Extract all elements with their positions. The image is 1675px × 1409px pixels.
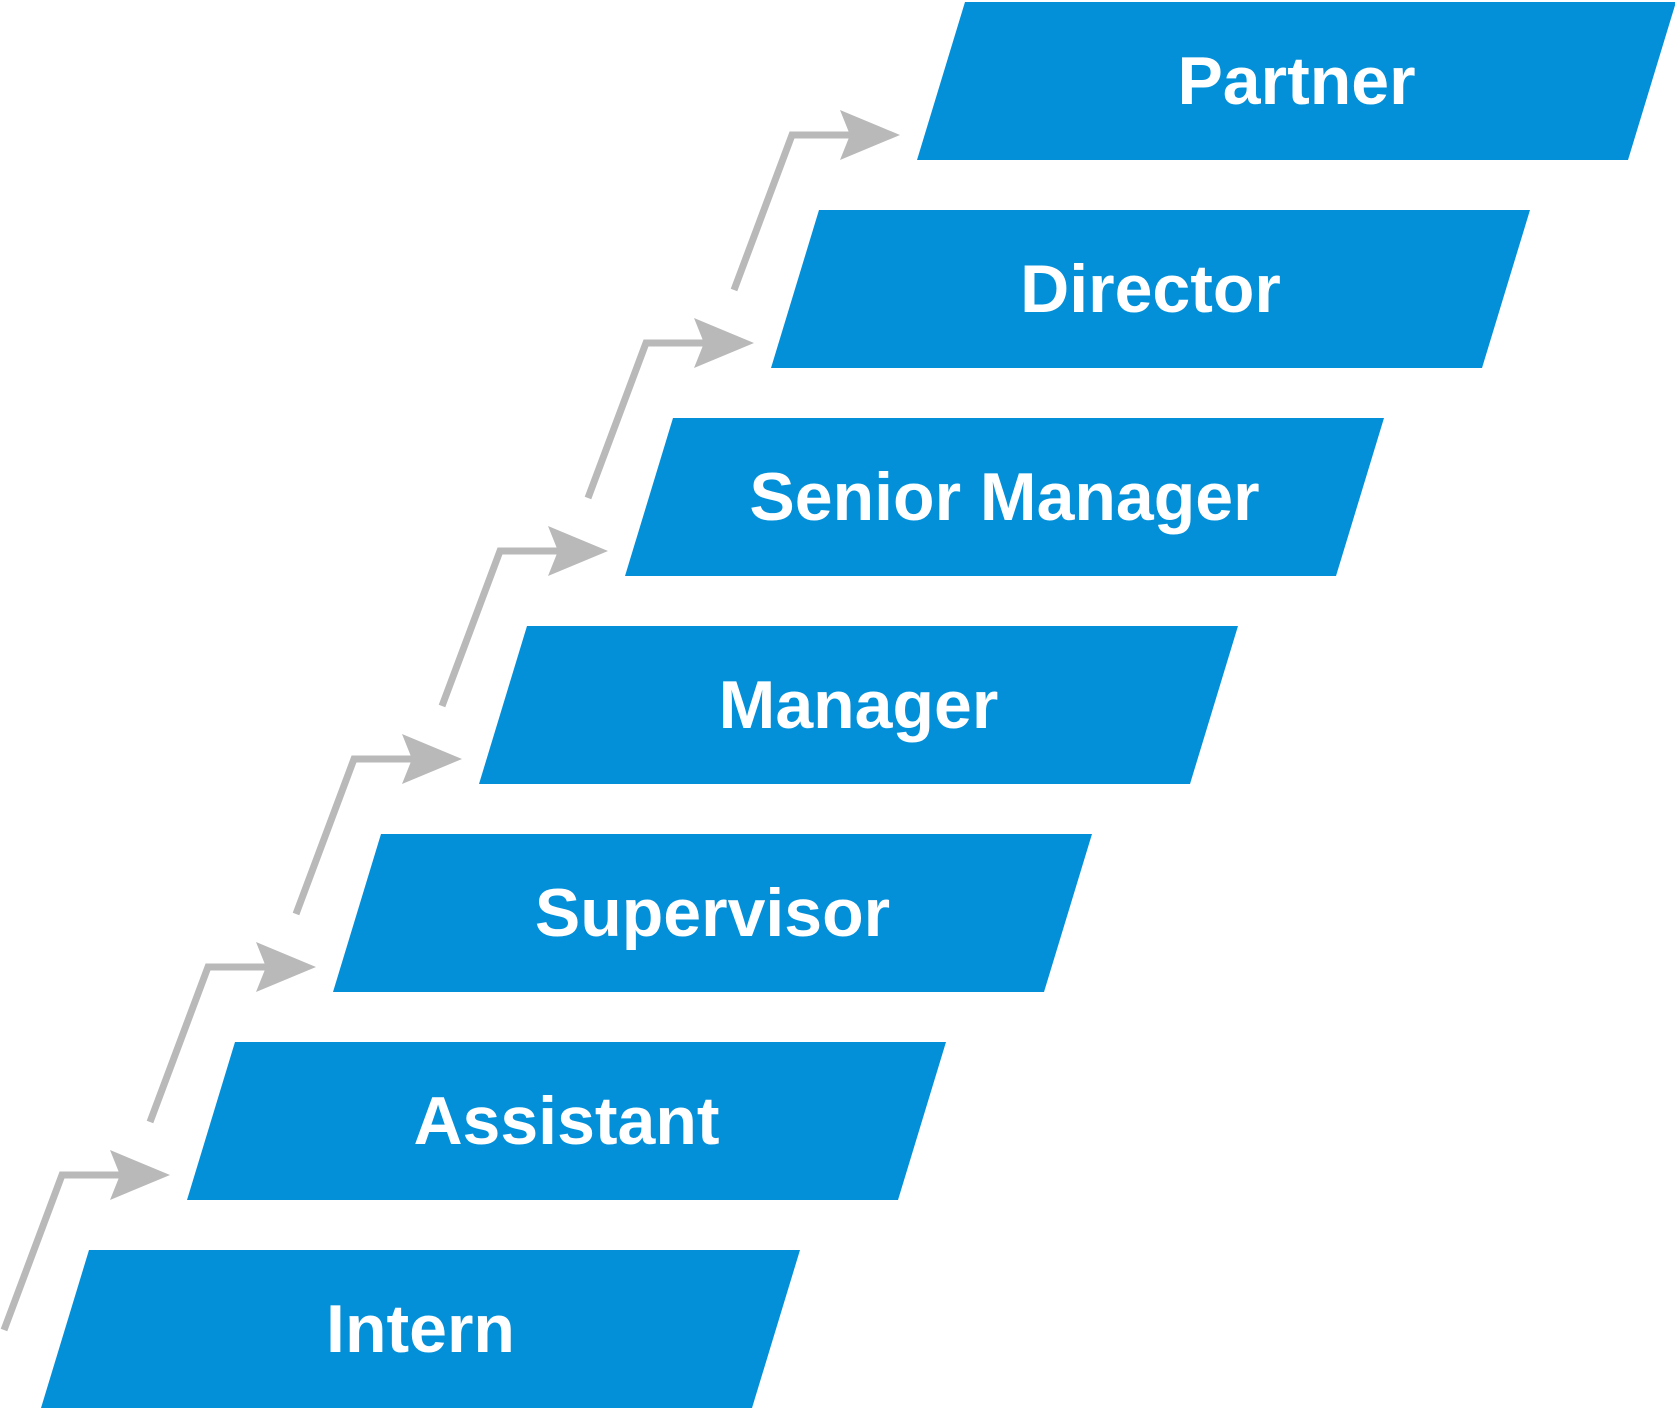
step-manager: Manager: [479, 626, 1238, 784]
arrow-head: [694, 318, 754, 368]
arrow-shaft: [292, 755, 412, 916]
step-director: Director: [771, 210, 1530, 368]
step-supervisor: Supervisor: [333, 834, 1092, 992]
step-label: Intern: [326, 1291, 515, 1367]
step-label: Partner: [1177, 43, 1415, 119]
arrow-shaft: [438, 547, 558, 708]
arrow-icon: [584, 318, 754, 500]
step-shape: [41, 1250, 800, 1408]
arrow-head: [840, 110, 900, 160]
arrow-shaft: [146, 963, 266, 1124]
step-shape: [771, 210, 1530, 368]
arrow-head: [402, 734, 462, 784]
arrow-icon: [0, 1150, 170, 1332]
step-intern: Intern: [41, 1250, 800, 1408]
arrow-head: [548, 526, 608, 576]
arrow-shaft: [584, 339, 704, 500]
step-label: Manager: [719, 667, 999, 743]
arrow-shaft: [730, 131, 850, 292]
step-label: Senior Manager: [749, 459, 1259, 535]
step-label: Supervisor: [535, 875, 890, 951]
arrow-icon: [730, 110, 900, 292]
arrow-shaft: [0, 1171, 120, 1332]
step-label: Director: [1020, 251, 1281, 327]
step-shape: [917, 2, 1675, 160]
step-label: Assistant: [413, 1083, 719, 1159]
arrow-head: [256, 942, 316, 992]
step-shape: [479, 626, 1238, 784]
step-shape: [625, 418, 1384, 576]
step-senior-manager: Senior Manager: [625, 418, 1384, 576]
arrow-icon: [438, 526, 608, 708]
arrow-icon: [292, 734, 462, 916]
arrow-icon: [146, 942, 316, 1124]
step-shape: [187, 1042, 946, 1200]
step-partner: Partner: [917, 2, 1675, 160]
arrow-head: [110, 1150, 170, 1200]
step-shape: [333, 834, 1092, 992]
step-assistant: Assistant: [187, 1042, 946, 1200]
